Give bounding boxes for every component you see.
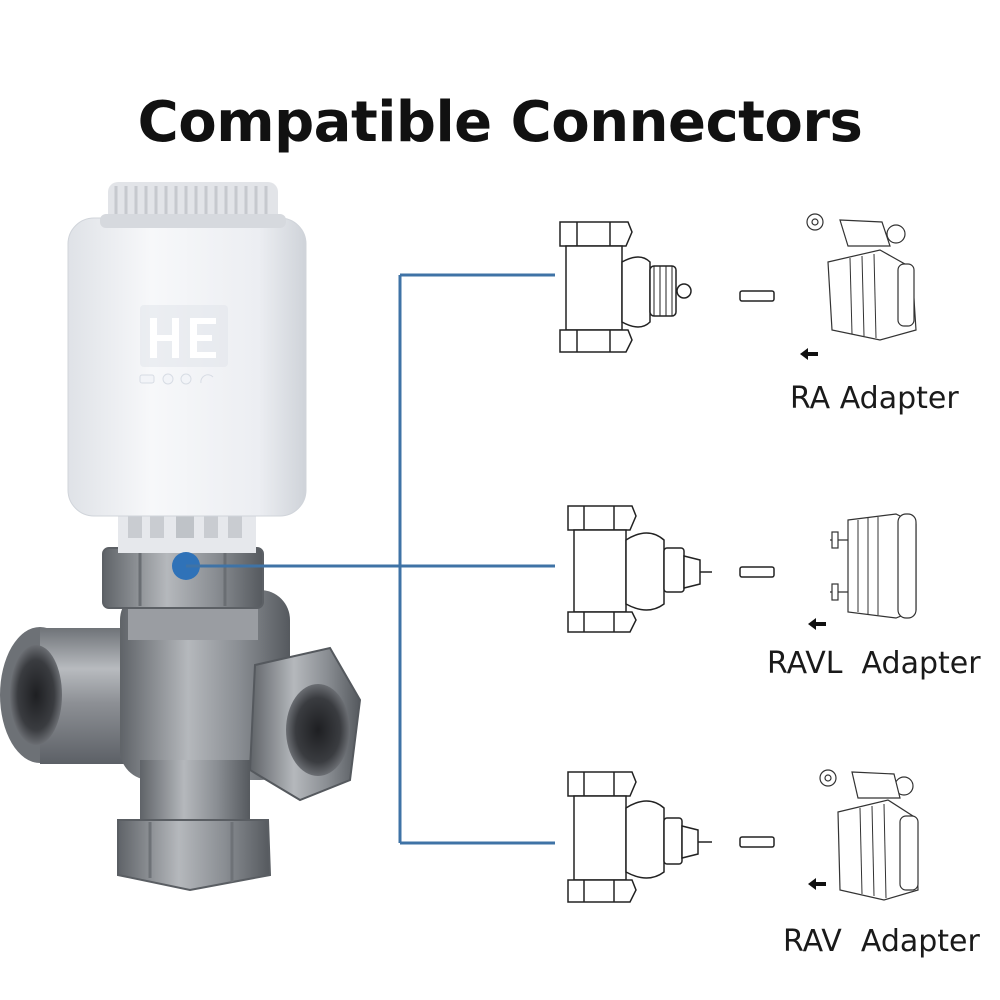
- page-title: Compatible Connectors: [137, 89, 863, 155]
- ra-insert-arrow: [800, 348, 818, 360]
- led-display: [139, 305, 228, 385]
- ravl-pin: [739, 566, 775, 578]
- connector-lines: [186, 273, 555, 845]
- ravl-adapter-drawing: [830, 513, 917, 619]
- ravl-valve-drawing: [567, 505, 712, 633]
- ravl-adapter-label: RAVL Adapter: [767, 646, 981, 681]
- rav-adapter-label: RAV Adapter: [783, 924, 980, 959]
- rav-adapter-drawing: [819, 769, 919, 901]
- rav-valve-drawing: [567, 771, 712, 903]
- valve-body: [0, 590, 362, 892]
- rav-insert-arrow: [808, 878, 826, 890]
- ravl-insert-arrow: [808, 618, 826, 630]
- thermostat-valve-photo: [0, 182, 362, 892]
- ra-valve-drawing: [559, 221, 692, 353]
- rav-pin: [739, 836, 775, 848]
- ra-adapter-label: RA Adapter: [790, 381, 959, 416]
- ra-pin: [739, 290, 775, 302]
- ra-adapter-drawing: [806, 213, 917, 341]
- display-status-icons: [139, 373, 214, 385]
